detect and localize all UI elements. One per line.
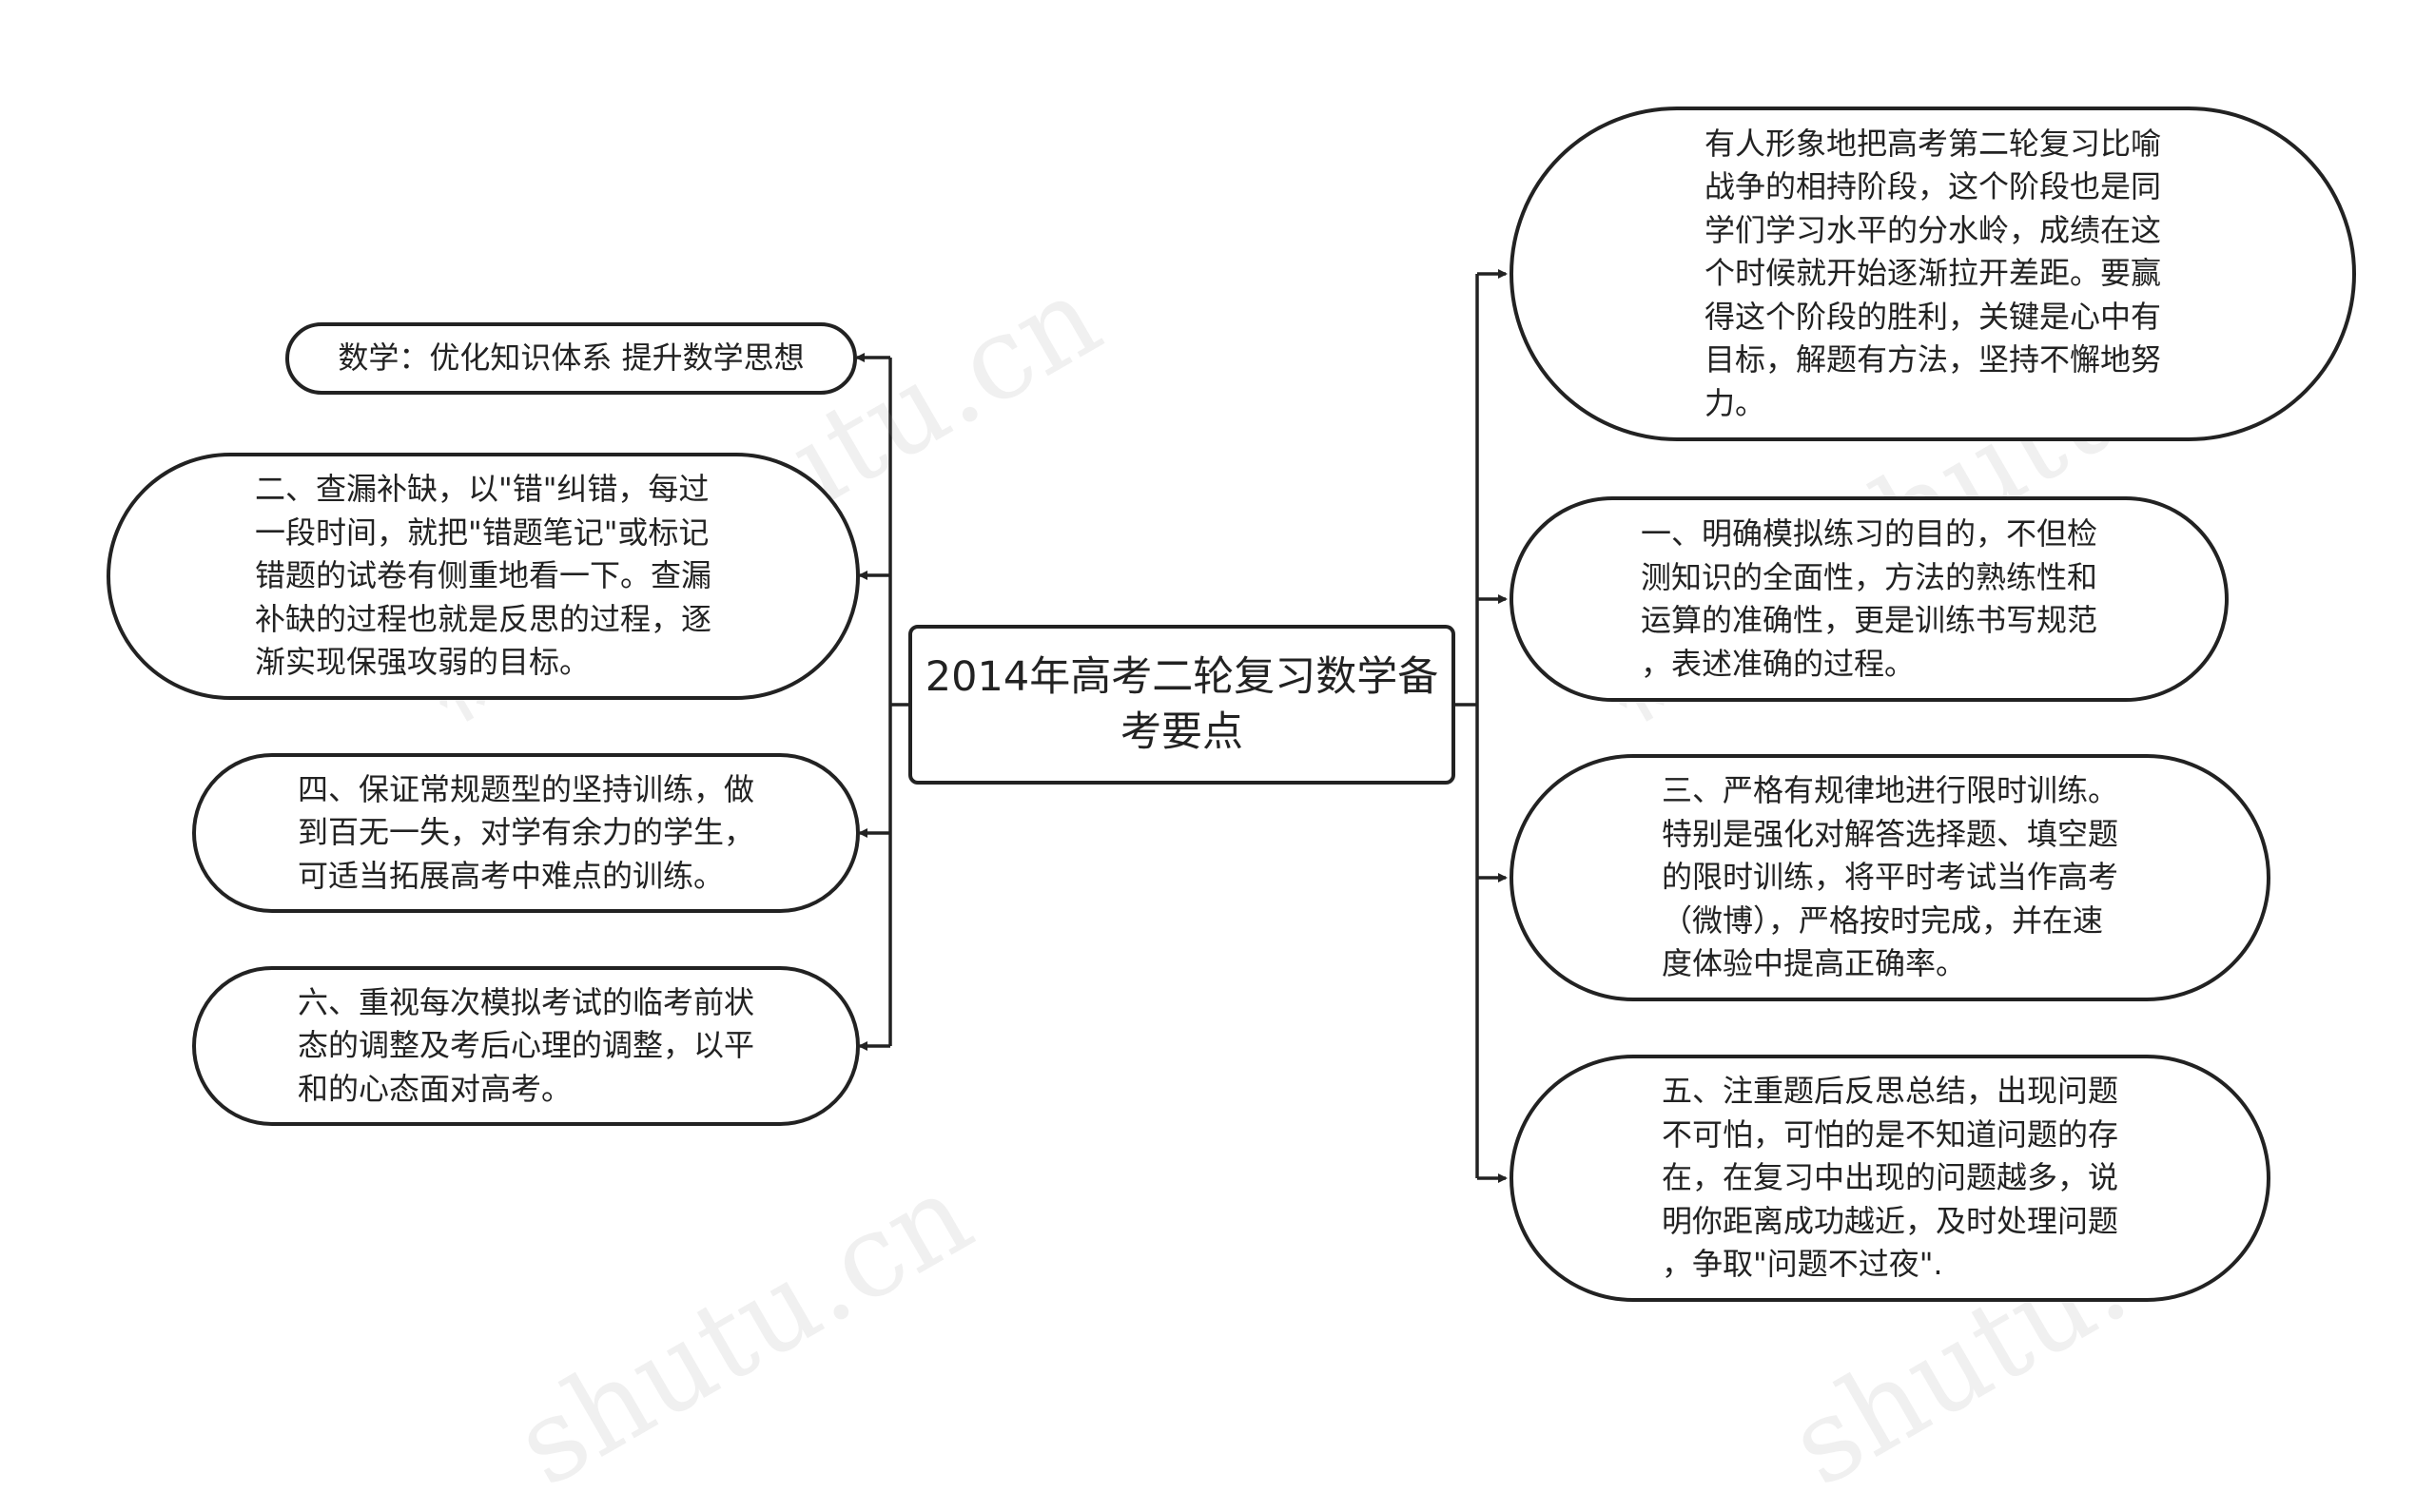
topic-node-text: 一、明确模拟练习的目的，不但检 测知识的全面性，方法的熟练性和 运算的准确性，更… bbox=[1640, 515, 2097, 682]
topic-node-mock-exam-mindset[interactable]: 六、重视每次模拟考试的临考前状 态的调整及考后心理的调整，以平 和的心态面对高考… bbox=[192, 966, 860, 1126]
center-topic-title: 2014年高考二轮复习数学备考要点 bbox=[925, 653, 1439, 756]
topic-node-text: 数学：优化知识体系 提升数学思想 bbox=[338, 339, 805, 377]
center-topic-node[interactable]: 2014年高考二轮复习数学备考要点 bbox=[908, 625, 1455, 785]
topic-node-text: 三、严格有规律地进行限时训练。 特别是强化对解答选择题、填空题 的限时训练，将平… bbox=[1661, 772, 2118, 982]
topic-node-text: 六、重视每次模拟考试的临考前状 态的调整及考后心理的调整，以平 和的心态面对高考… bbox=[297, 983, 754, 1107]
topic-node-text: 有人形象地把高考第二轮复习比喻 战争的相持阶段，这个阶段也是同 学们学习水平的分… bbox=[1704, 125, 2161, 421]
topic-node-math-system[interactable]: 数学：优化知识体系 提升数学思想 bbox=[285, 322, 857, 395]
topic-node-text: 二、查漏补缺，以"错"纠错，每过 一段时间，就把"错题笔记"或标记 错题的试卷有… bbox=[254, 471, 711, 681]
topic-node-check-gaps[interactable]: 二、查漏补缺，以"错"纠错，每过 一段时间，就把"错题笔记"或标记 错题的试卷有… bbox=[107, 453, 860, 700]
topic-node-regular-training[interactable]: 四、保证常规题型的坚持训练，做 到百无一失，对学有余力的学生， 可适当拓展高考中… bbox=[192, 753, 860, 913]
topic-node-reflection[interactable]: 五、注重题后反思总结，出现问题 不可怕，可怕的是不知道问题的存 在，在复习中出现… bbox=[1510, 1055, 2270, 1302]
topic-node-text: 五、注重题后反思总结，出现问题 不可怕，可怕的是不知道问题的存 在，在复习中出现… bbox=[1661, 1073, 2118, 1283]
topic-node-mock-practice-goal[interactable]: 一、明确模拟练习的目的，不但检 测知识的全面性，方法的熟练性和 运算的准确性，更… bbox=[1510, 496, 2229, 702]
topic-node-text: 四、保证常规题型的坚持训练，做 到百无一失，对学有余力的学生， 可适当拓展高考中… bbox=[297, 770, 754, 894]
connector-lines bbox=[855, 269, 1508, 1183]
topic-node-intro[interactable]: 有人形象地把高考第二轮复习比喻 战争的相持阶段，这个阶段也是同 学们学习水平的分… bbox=[1510, 107, 2356, 441]
topic-node-timed-training[interactable]: 三、严格有规律地进行限时训练。 特别是强化对解答选择题、填空题 的限时训练，将平… bbox=[1510, 754, 2270, 1001]
